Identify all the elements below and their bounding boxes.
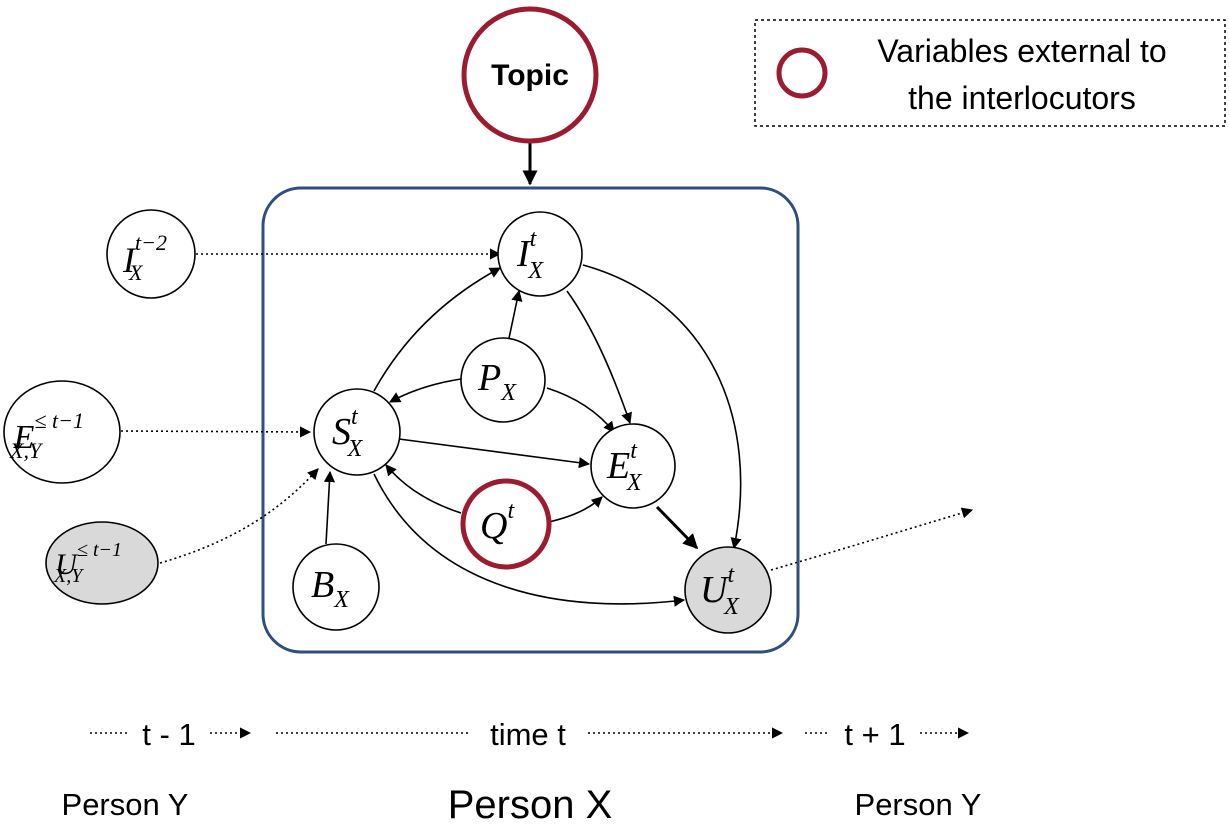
svg-text:StX: StX — [332, 404, 364, 462]
context-box — [261, 186, 800, 654]
topic-label: Topic — [491, 59, 569, 92]
node-q-t: Qt — [460, 478, 552, 570]
svg-text:ItX: ItX — [516, 226, 544, 284]
edge-st-to-et — [398, 438, 591, 469]
edge-st-to-it — [373, 267, 501, 392]
svg-text:Qt: Qt — [480, 498, 515, 547]
legend: Variables external to the interlocutors — [754, 19, 1226, 127]
node-b: BX — [292, 543, 380, 631]
svg-text:UtX: UtX — [700, 562, 740, 620]
edge-st-to-ut — [373, 473, 686, 607]
edge-p-to-et — [546, 387, 615, 433]
edge-eprev-to-st — [120, 426, 312, 438]
edge-et-to-ut — [655, 505, 699, 550]
timeline-next: t + 1 — [844, 717, 905, 752]
person-center: Person X — [448, 783, 613, 826]
svg-text:It−2X: It−2X — [122, 230, 167, 285]
edge-q-to-st — [385, 464, 462, 514]
edge-q-to-et — [548, 496, 603, 523]
edge-it-to-ut — [582, 264, 742, 550]
legend-external-icon — [776, 47, 828, 99]
edges — [120, 141, 974, 607]
edge-uprev-to-st — [159, 468, 319, 564]
svg-text:PX: PX — [477, 357, 517, 406]
svg-text:U≤ t−1X,Y: U≤ t−1X,Y — [53, 539, 122, 587]
legend-line-2: the interlocutors — [908, 80, 1136, 116]
svg-text:EtX: EtX — [606, 438, 643, 496]
person-left: Person Y — [62, 787, 189, 822]
edge-ut-to-next — [770, 507, 974, 571]
legend-line-1: Variables external to — [877, 33, 1166, 69]
edge-p-to-it — [507, 289, 523, 344]
timeline-current: time t — [490, 717, 566, 752]
node-p: PX — [460, 337, 546, 423]
svg-text:E≤ t−1X,Y: E≤ t−1X,Y — [9, 408, 84, 463]
person-right: Person Y — [855, 787, 982, 822]
edge-p-to-st — [389, 378, 462, 403]
svg-text:BX: BX — [311, 564, 350, 613]
edge-it-to-et — [566, 290, 632, 425]
legend-box — [754, 19, 1226, 127]
edge-b-to-st — [323, 470, 336, 545]
node-topic: Topic — [461, 6, 599, 144]
timeline-prev: t - 1 — [142, 717, 195, 752]
